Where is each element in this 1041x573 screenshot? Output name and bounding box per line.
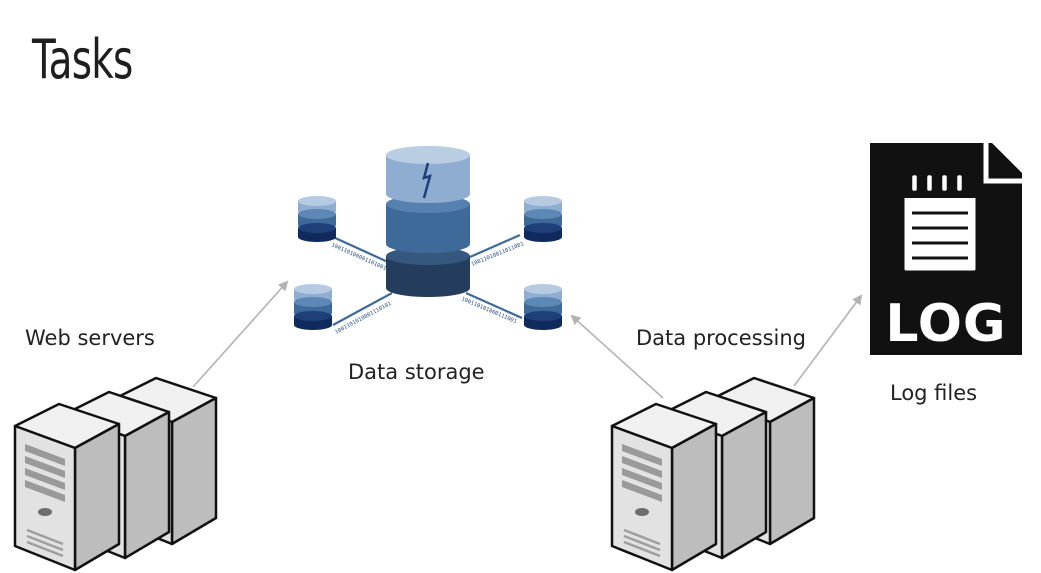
data-storage-label: Data storage xyxy=(348,360,485,384)
data-processing-label: Data processing xyxy=(636,326,806,350)
page-title: Tasks xyxy=(32,28,133,91)
small-database-icon xyxy=(524,284,562,330)
log-badge-text: LOG xyxy=(885,294,1006,354)
log-files-label: Log files xyxy=(890,381,978,405)
binary-stream-b: 1001101010001110101 xyxy=(334,301,392,336)
arrow-processing-to-storage xyxy=(570,314,664,399)
web-servers-label: Web servers xyxy=(25,326,155,350)
small-database-icon xyxy=(298,196,336,242)
binary-stream-d: 100110101000111001 xyxy=(460,296,517,325)
web-servers-icon xyxy=(13,376,218,572)
central-database-icon xyxy=(386,146,470,297)
log-file-icon: LOG xyxy=(870,143,1022,355)
data-processing-servers-icon xyxy=(610,376,816,572)
small-database-icon xyxy=(294,284,332,330)
data-storage-icon: 100110100001101001 1001101010001110101 1… xyxy=(294,146,562,336)
arrow-processing-to-log xyxy=(793,294,863,387)
small-database-icon xyxy=(524,196,562,242)
arrow-web-to-storage xyxy=(192,280,289,388)
